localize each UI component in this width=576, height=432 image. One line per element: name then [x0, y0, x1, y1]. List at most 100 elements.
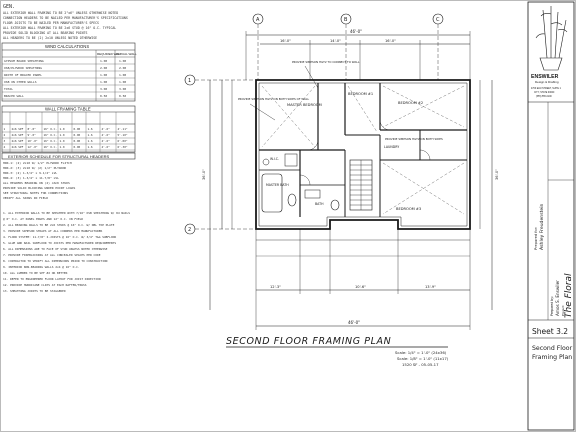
- wall-cell: 6'-00": [118, 139, 128, 143]
- plan-date: 1520 SF - 05-05-17: [402, 362, 439, 367]
- plan-scale-1: Scale: 1/4" = 1'-0" (24x36): [395, 350, 447, 355]
- wall-cell: 0.90: [74, 127, 81, 131]
- note-line: CONNECTION HEADERS TO BE NAILED PER MANU…: [3, 16, 128, 20]
- wind-row-label: OSB ON OTHER WALLS: [4, 80, 37, 84]
- wall-cell: 2x6 SPF: [12, 133, 24, 137]
- wall-cell: 16" O.C.: [44, 145, 58, 149]
- dim-seg: 16'-0": [385, 39, 396, 43]
- note-line: ALL EXTERIOR WALL FRAMING TO BE 2x6 STUD…: [3, 26, 116, 30]
- stair: [349, 159, 373, 211]
- prepared-for-label: Prepared for:: [534, 227, 538, 250]
- wall-cell: 1.0: [60, 127, 65, 131]
- grid-bubble-2: 2: [188, 227, 191, 233]
- wall-cell: 4: [4, 145, 6, 149]
- project-name: The Floral: [564, 273, 574, 318]
- note-line: FLOOR JOISTS TO BE NAILED PER MANUFACTUR…: [3, 21, 99, 25]
- wall-cell: 1.6: [88, 133, 93, 137]
- grid-bubble-c: C: [436, 17, 440, 23]
- callouts: PROVIDE SIMPSON HGT2 TO CONNECT TO WALL …: [238, 60, 443, 141]
- dim-left: 36'-0": [202, 169, 206, 180]
- sheet-title-1: Second Floor: [532, 345, 573, 352]
- dim-right: 36'-0": [495, 169, 499, 180]
- title-block: ENSWILER Design & Drafting 4763 ELM STRE…: [527, 1, 575, 431]
- wind-row-required: 0.50: [100, 94, 107, 98]
- wall-cell: 0.90: [74, 139, 81, 143]
- grid-bubble-a: A: [256, 17, 260, 23]
- wall-cell: 8'-0": [28, 127, 37, 131]
- room-wic: W.I.C.: [270, 157, 279, 161]
- header-schedule-title: EXTERIOR SCHEDULE FOR STRUCTURAL HEADERS: [8, 154, 110, 159]
- wall-cell: 2x6 SPF: [12, 127, 24, 131]
- wind-calculation-table: WIND CALCULATIONS REQUIRED WALL ACTUAL W…: [1, 42, 137, 102]
- sheet-title-2: Framing Plan: [532, 354, 572, 361]
- wind-header: ACTUAL WALL: [116, 52, 137, 56]
- plan-title: SECOND FLOOR FRAMING PLAN: [226, 336, 391, 347]
- note-line: GEN.: [3, 4, 15, 10]
- room-bedroom-3: BEDROOM #3: [396, 207, 421, 211]
- wall-cell: 12'-0": [28, 145, 38, 149]
- wall-cell: 1.0: [60, 145, 65, 149]
- plan-title-block: SECOND FLOOR FRAMING PLAN Scale: 1/4" = …: [226, 336, 449, 367]
- room-master-bedroom: MASTER BEDROOM: [287, 103, 322, 107]
- wall-cell: 4'-6": [102, 127, 111, 131]
- header-note: SEE STRUCTURAL NOTES FOR CONNECTIONS: [3, 191, 68, 195]
- general-note: 3. PROVIDE SIMPSON STRAPS AT ALL CORNERS…: [3, 229, 102, 233]
- wall-cell: 1.0: [60, 139, 65, 143]
- wind-row-label: WIDTH OF BRACED PANEL: [4, 73, 42, 77]
- dim-overall-bottom: 46'-0": [348, 320, 360, 325]
- header-note: HDR-3: (2) 1-3/4" x 9-1/2" LVL: [3, 171, 57, 175]
- wind-row-label: TOTAL: [4, 87, 13, 91]
- wall-cell: 4'-6": [102, 139, 111, 143]
- wall-cell: 1: [4, 127, 6, 131]
- wall-cell: 2x6 SPF: [12, 145, 24, 149]
- wind-row-actual: 1.00: [119, 73, 126, 77]
- dim-seg: 16'-0": [280, 39, 291, 43]
- general-note: 6. ALL DIMENSIONS ARE TO FACE OF STUD UN…: [3, 247, 108, 251]
- plan-scale-2: Scale: 1/8" = 1'-0" (11x17): [397, 356, 449, 361]
- wall-cell: 0.90: [74, 145, 81, 149]
- wind-row-label: OSB/PLYWOOD SHEATHING: [4, 66, 42, 70]
- room-bedroom-2: BEDROOM #2: [398, 101, 423, 105]
- header-note: VERIFY ALL SPANS IN FIELD: [3, 196, 48, 200]
- wall-cell: 16" O.C.: [44, 139, 58, 143]
- dim-overall: 46'-0": [350, 29, 362, 34]
- wall-cell: 9'-0": [28, 133, 37, 137]
- wind-row-actual: 2.00: [119, 66, 126, 70]
- wind-row-actual: 3.00: [119, 87, 126, 91]
- wall-cell: 5'-10": [118, 133, 128, 137]
- notes-top: GEN. ALL EXTERIOR WALL FRAMING TO BE 2"x…: [3, 4, 128, 40]
- dim-seg: 14'-0": [330, 39, 341, 43]
- header-note: PROVIDE SOLID BLOCKING UNDER POINT LOADS: [3, 186, 75, 190]
- prepared-by: Amos S. Enswiler: [555, 280, 560, 316]
- wall-cell: 16" O.C.: [44, 133, 58, 137]
- wall-cell: 4'-6": [102, 145, 111, 149]
- wind-row-required: 1.00: [100, 73, 107, 77]
- note-line: ALL HEADERS TO BE (2) 2x10 UNLESS NOTED …: [3, 36, 97, 40]
- header-note: HDR-2: (3) 2x10 W/ (2) 1/2" PLYWOOD: [3, 166, 66, 170]
- note-line: ALL EXTERIOR WALL FRAMING TO BE 2"x6" UN…: [3, 11, 118, 15]
- general-note: 8. CONTRACTOR TO VERIFY ALL DIMENSIONS P…: [3, 259, 108, 263]
- general-note: 7. PROVIDE FIREBLOCKING AT ALL CONCEALED…: [3, 253, 101, 257]
- room-bath: BATH: [315, 202, 324, 206]
- general-note: 4. FLOOR SYSTEM: 11-7/8" I-JOISTS @ 16" …: [3, 235, 116, 239]
- wall-cell: 2: [4, 133, 6, 137]
- room-bedroom-1: BEDROOM #1: [348, 92, 373, 96]
- wind-row-actual: 1.00: [119, 80, 126, 84]
- callout-text: PROVIDE SIMPSON HGT2 TO CONNECT TO WALL: [292, 60, 360, 64]
- room-labels: MASTER BEDROOM BEDROOM #1 BEDROOM #2 BED…: [266, 92, 423, 211]
- dim-inner: 12'-3": [270, 285, 281, 289]
- wall-cell: 3: [4, 139, 6, 143]
- client-name: Ashley Freudenstein: [539, 203, 545, 250]
- wall-cell: 2x6 SPF: [12, 139, 24, 143]
- grid-bubble-1: 1: [188, 78, 191, 84]
- wall-cell: 4'-11": [118, 127, 128, 131]
- header-note: ALL HEADERS BEARING ON (2) JACK STUDS: [3, 181, 70, 185]
- grid-bubble-b: B: [344, 17, 348, 23]
- general-note: 1. ALL EXTERIOR WALLS TO BE SHEATHED WIT…: [3, 211, 130, 215]
- company-address: 4763 ELM STREET, SUITE 1: [531, 88, 562, 90]
- dim-inner: 13'-9": [425, 285, 436, 289]
- callout-text: PROVIDE SIMPSON HGT2 ON BOTH SIDES: [385, 137, 443, 141]
